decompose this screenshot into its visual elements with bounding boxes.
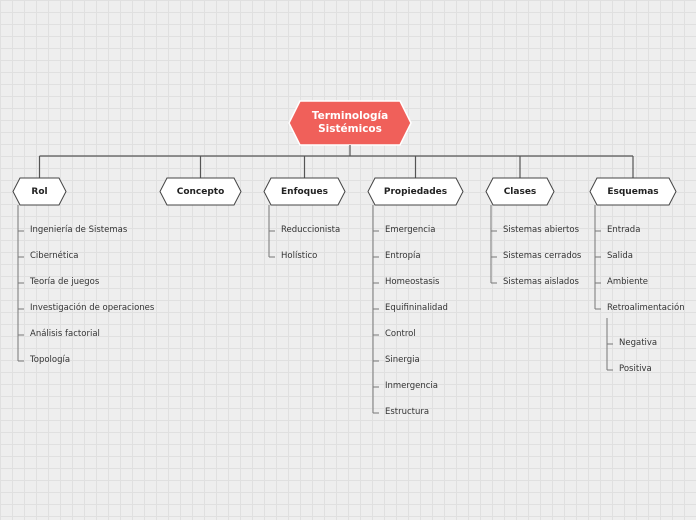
branch-item[interactable]: Control: [385, 329, 416, 339]
branch-node-5[interactable]: [589, 177, 677, 206]
branch-item[interactable]: Investigación de operaciones: [30, 303, 155, 313]
branch-item[interactable]: Equifininalidad: [385, 303, 448, 313]
branch-item[interactable]: Inmergencia: [385, 381, 439, 391]
branch-item[interactable]: Homeostasis: [385, 277, 440, 287]
sub-item[interactable]: Positiva: [619, 364, 652, 374]
branch-item[interactable]: Emergencia: [385, 225, 436, 235]
branch-label[interactable]: Propiedades: [383, 186, 448, 197]
sub-item[interactable]: Negativa: [619, 338, 658, 348]
branch-item[interactable]: Cibernética: [30, 251, 79, 261]
branch-node-1[interactable]: [159, 177, 242, 206]
branch-label[interactable]: Enfoques: [281, 186, 328, 197]
branch-label[interactable]: Rol: [31, 186, 48, 197]
branch-item[interactable]: Sinergia: [385, 355, 420, 365]
branch-item[interactable]: Salida: [607, 251, 633, 261]
branch-node-0[interactable]: [12, 177, 67, 206]
root-node[interactable]: [288, 100, 412, 146]
branch-item[interactable]: Análisis factorial: [30, 329, 100, 339]
branch-node-4[interactable]: [485, 177, 555, 206]
branch-item[interactable]: Topología: [30, 355, 71, 365]
branch-node-3[interactable]: [367, 177, 464, 206]
branch-item[interactable]: Teoría de juegos: [30, 277, 100, 287]
branch-node-2[interactable]: [263, 177, 346, 206]
branch-item[interactable]: Sistemas abiertos: [503, 225, 580, 235]
root-node-label[interactable]: Terminología Sistémicos: [289, 101, 411, 145]
branch-item[interactable]: Entropía: [385, 251, 421, 261]
root-title-line2: Sistémicos: [318, 123, 382, 135]
branch-item[interactable]: Holístico: [281, 251, 318, 261]
branch-item[interactable]: Ingeniería de Sistemas: [30, 225, 128, 235]
branch-label[interactable]: Esquemas: [607, 186, 659, 197]
branch-item[interactable]: Sistemas aislados: [503, 277, 579, 287]
branch-item[interactable]: Sistemas cerrados: [503, 251, 582, 261]
branch-item[interactable]: Reduccionista: [281, 225, 341, 235]
branch-label[interactable]: Concepto: [176, 186, 225, 197]
branch-item[interactable]: Ambiente: [607, 277, 649, 287]
root-title-line1: Terminología: [311, 110, 389, 122]
branch-item[interactable]: Entrada: [607, 225, 641, 235]
branch-item[interactable]: Estructura: [385, 407, 430, 417]
branch-item[interactable]: Retroalimentación: [607, 303, 685, 313]
branch-label[interactable]: Clases: [503, 186, 537, 197]
